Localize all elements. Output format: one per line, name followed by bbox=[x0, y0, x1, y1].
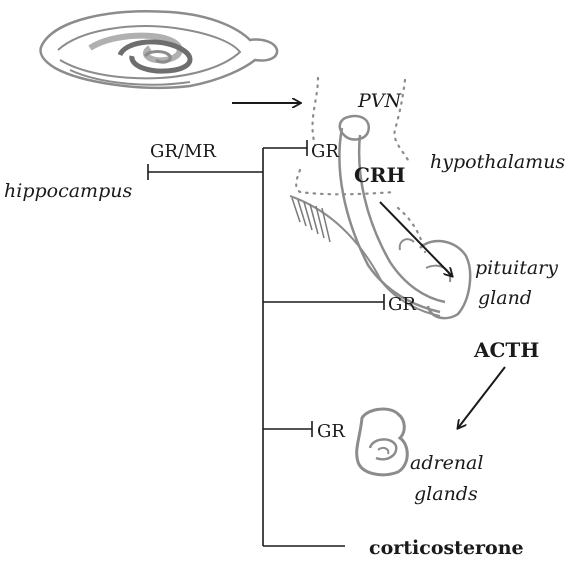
feedback-lines bbox=[147, 140, 385, 547]
pvn-label: PVN bbox=[357, 90, 403, 112]
adrenal-illustration bbox=[355, 407, 409, 477]
adrenal-label-line1: adrenal bbox=[410, 452, 483, 474]
hippocampus-label: hippocampus bbox=[4, 180, 132, 202]
crh-label: CRH bbox=[354, 163, 405, 187]
hypothalamus-label: hypothalamus bbox=[430, 151, 565, 173]
acth-arrow bbox=[458, 366, 506, 428]
pituitary-illustration bbox=[289, 114, 472, 320]
gr-adrenal-label: GR bbox=[317, 421, 345, 442]
corticosterone-label: corticosterone bbox=[369, 537, 524, 559]
gr-mr-label: GR/MR bbox=[150, 141, 216, 162]
crh-arrow bbox=[379, 201, 452, 276]
pituitary-label-line2: gland bbox=[478, 287, 532, 309]
adrenal-label-line2: glands bbox=[414, 483, 478, 505]
hypothalamus-outline bbox=[295, 76, 427, 254]
hippocampus-illustration bbox=[39, 10, 279, 89]
gr-pituitary-label: GR bbox=[388, 294, 416, 315]
gr-hypothalamus-label: GR bbox=[311, 141, 339, 162]
pituitary-label-line1: pituitary bbox=[475, 257, 558, 279]
acth-label: ACTH bbox=[473, 338, 539, 362]
